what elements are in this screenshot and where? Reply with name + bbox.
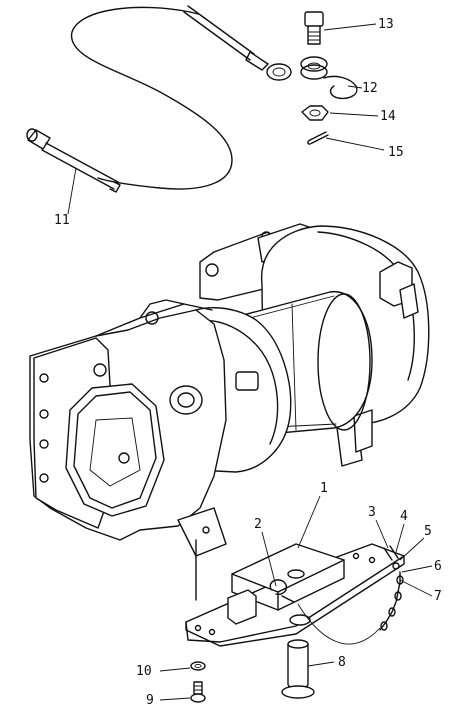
callout-13: 13	[378, 17, 394, 32]
mounting-plate-part-1	[185, 543, 405, 647]
pin-part-8	[281, 639, 315, 699]
callout-11: 11	[54, 213, 70, 228]
callout-4: 4	[400, 509, 408, 524]
washer-part-10	[190, 661, 206, 671]
washer-part-12	[300, 56, 358, 100]
callout-1: 1	[320, 481, 328, 496]
winch-housing	[29, 223, 430, 601]
callout-2: 2	[254, 517, 262, 532]
bolt-part-13	[304, 11, 324, 45]
leader-lines	[67, 23, 433, 701]
callout-9: 9	[146, 693, 154, 708]
callout-5: 5	[424, 524, 432, 539]
nut-part-14	[301, 105, 329, 121]
callout-8: 8	[338, 655, 346, 670]
pin-part-11	[26, 128, 121, 193]
chain-parts-3-7	[297, 545, 404, 645]
callout-7: 7	[434, 589, 442, 604]
cable-loop-part-11	[71, 5, 292, 190]
callout-6: 6	[434, 559, 442, 574]
bolt-part-9	[190, 681, 206, 703]
callout-15: 15	[388, 145, 404, 160]
callout-12: 12	[362, 81, 378, 96]
callout-10: 10	[136, 664, 152, 679]
callout-3: 3	[368, 505, 376, 520]
callout-14: 14	[380, 109, 396, 124]
cotter-pin-part-15	[307, 131, 329, 145]
callout-labels: 1 2 3 4 5 6 7 8 9 10 11 12 13 14 15	[54, 17, 442, 708]
shackle-part-2	[269, 579, 295, 603]
